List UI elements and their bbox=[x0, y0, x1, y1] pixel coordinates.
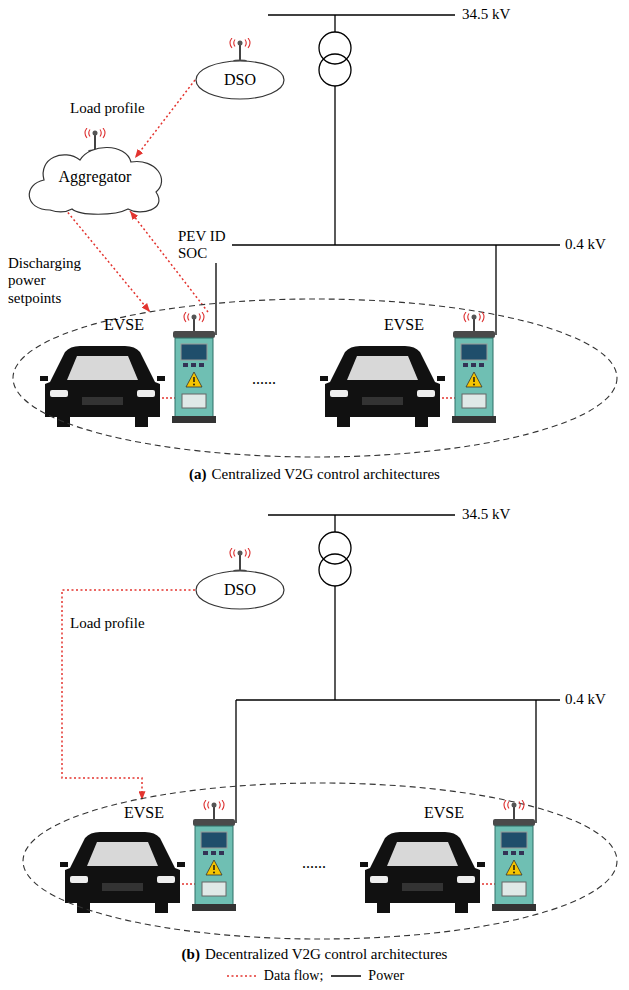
voltage-label: 34.5 kV bbox=[462, 506, 510, 523]
text-slot: (b) bbox=[182, 946, 200, 963]
text-slot: EVSE bbox=[104, 316, 144, 334]
node-outline bbox=[12, 298, 618, 458]
node-label: EVSE bbox=[384, 316, 424, 334]
dso-ellipse: DSO bbox=[195, 60, 285, 100]
node-label: EVSE bbox=[104, 316, 144, 334]
edge-label: PEV ID SOC bbox=[178, 228, 232, 263]
text-slot: PEV ID SOC bbox=[178, 228, 232, 263]
edge-label: Load profile bbox=[70, 100, 145, 117]
text-slot: Load profile bbox=[70, 99, 145, 117]
power-lines bbox=[216, 15, 560, 823]
text-slot: 0.4 kV bbox=[565, 691, 606, 708]
data-flow-arrow bbox=[62, 590, 195, 800]
text-slot: DSO bbox=[195, 570, 285, 610]
text-slot: Centralized V2G control architectures bbox=[212, 466, 440, 483]
ev-group: ...... EVSE EVSE bbox=[12, 298, 618, 458]
ev-group: ...... EVSE EVSE bbox=[22, 782, 618, 940]
edge-label: Discharging power setpoints bbox=[8, 255, 98, 307]
legend-item: Data flow; bbox=[225, 968, 323, 984]
text-slot: 0.4 kV bbox=[565, 236, 606, 253]
text-slot: EVSE bbox=[424, 804, 464, 822]
evse-station: EVSE bbox=[100, 312, 218, 424]
legend-text: Data flow; bbox=[264, 968, 323, 984]
voltage-label: 34.5 kV bbox=[462, 6, 510, 23]
caption: (b) Decentralized V2G control architectur… bbox=[0, 946, 629, 963]
text-slot: ...... bbox=[302, 854, 326, 872]
charger-icon bbox=[190, 800, 238, 912]
node-label: Aggregator bbox=[59, 168, 132, 186]
node-label: EVSE bbox=[124, 804, 164, 822]
caption-text: Centralized V2G control architectures bbox=[212, 466, 440, 483]
text-slot: DSO bbox=[195, 60, 285, 100]
edge-label: Load profile bbox=[70, 615, 145, 632]
caption-text: Decentralized V2G control architectures bbox=[205, 946, 448, 963]
text-slot: EVSE bbox=[384, 316, 424, 334]
cars bbox=[40, 346, 485, 913]
dso-ellipse: DSO bbox=[195, 570, 285, 610]
aggregator-cloud: Aggregator bbox=[20, 140, 170, 215]
node-label: ...... bbox=[302, 854, 326, 872]
caption: (a) Centralized V2G control architectures bbox=[0, 466, 629, 483]
node-label: ...... bbox=[252, 370, 276, 388]
node-label: EVSE bbox=[424, 804, 464, 822]
text-slot: Load profile bbox=[70, 614, 145, 632]
evse-station: EVSE bbox=[380, 312, 498, 424]
charge-cables bbox=[162, 398, 495, 884]
text-slot: ...... bbox=[252, 370, 276, 388]
caption-text: (b) bbox=[182, 946, 200, 963]
charger-icon bbox=[170, 312, 218, 424]
evse-station: EVSE bbox=[120, 800, 238, 912]
legend: Data flow; Power bbox=[0, 968, 629, 984]
legend-text: Power bbox=[368, 968, 404, 984]
evse-station: EVSE bbox=[420, 800, 538, 912]
legend-sample bbox=[225, 971, 259, 981]
text-slot: Aggregator bbox=[20, 140, 170, 215]
charger-icon bbox=[490, 800, 538, 912]
text-slot: 34.5 kV bbox=[462, 6, 510, 23]
node-label: DSO bbox=[224, 71, 256, 89]
text-slot: 34.5 kV bbox=[462, 506, 510, 523]
data-flow-arrow bbox=[135, 80, 195, 158]
legend-item: Power bbox=[329, 968, 404, 984]
voltage-label: 0.4 kV bbox=[565, 236, 606, 253]
legend-sample bbox=[329, 971, 363, 981]
text-slot: Discharging power setpoints bbox=[8, 255, 98, 307]
node-label: DSO bbox=[224, 581, 256, 599]
text-slot: EVSE bbox=[124, 804, 164, 822]
caption-text: (a) bbox=[189, 466, 207, 483]
text-slot: Decentralized V2G control architectures bbox=[205, 946, 448, 963]
charger-icon bbox=[450, 312, 498, 424]
voltage-label: 0.4 kV bbox=[565, 691, 606, 708]
text-slot: (a) bbox=[189, 466, 207, 483]
antennas bbox=[85, 38, 250, 573]
